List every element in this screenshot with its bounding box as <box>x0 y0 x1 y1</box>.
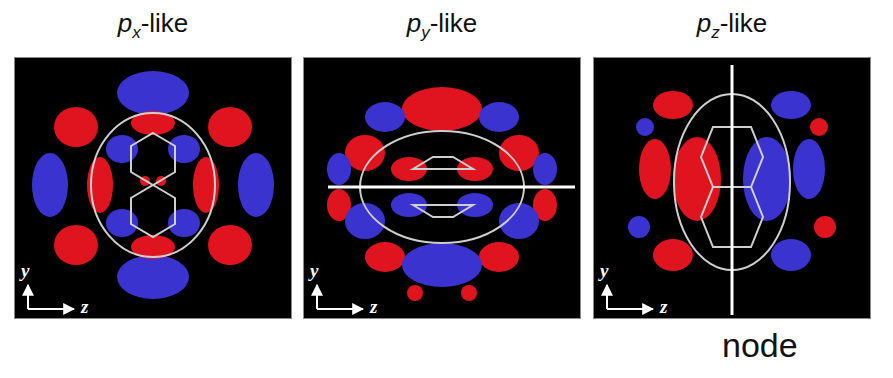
orbital-panel: px-likeyz <box>14 57 292 319</box>
axis-label: y <box>21 260 29 282</box>
panel-title: pz-like <box>594 8 870 39</box>
orbital-panel: py-likeyz <box>303 57 581 319</box>
panel-title: px-like <box>15 8 291 39</box>
axis-label: z <box>81 296 88 318</box>
pz-orbital <box>593 57 871 319</box>
node-label: node <box>722 326 798 365</box>
px-orbital <box>14 57 292 319</box>
panel-title: py-like <box>304 8 580 39</box>
orbital-panel: pz-likeyz <box>593 57 871 319</box>
axis-label: z <box>370 296 377 318</box>
axis-label: z <box>660 296 667 318</box>
py-orbital <box>303 57 581 319</box>
axis-label: y <box>600 260 608 282</box>
axis-label: y <box>310 260 318 282</box>
